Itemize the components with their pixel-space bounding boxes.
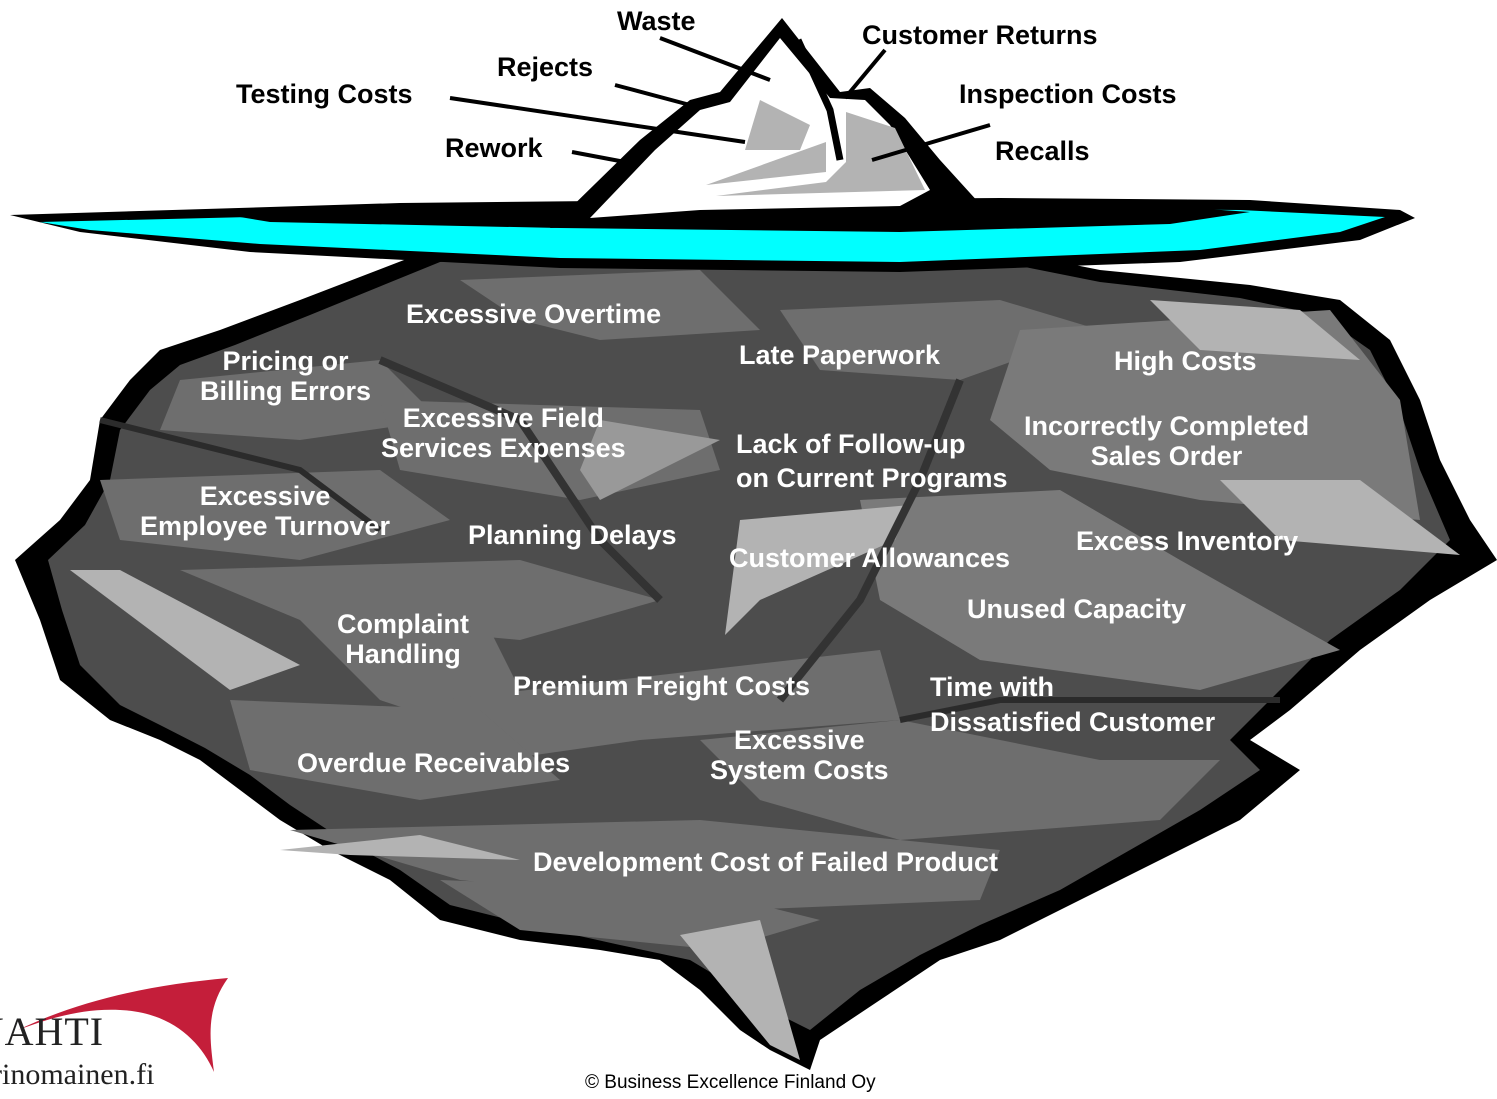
tip-crease	[794, 38, 844, 161]
facet-6	[100, 470, 450, 560]
leader-waste	[659, 36, 771, 82]
facet-2	[780, 300, 1100, 380]
label-overdue-receivables: Overdue Receivables	[297, 748, 571, 778]
label-dissatisfied-line2: Dissatisfied Customer	[930, 707, 1216, 737]
label-high-costs: High Costs	[1114, 346, 1257, 376]
tip-facet-3	[716, 112, 925, 196]
label-sales-order-line2: Sales Order	[1090, 441, 1243, 471]
label-system-line1: Excessive	[733, 725, 865, 755]
highlight-3	[1220, 480, 1460, 555]
label-complaint-line2: Handling	[345, 639, 461, 669]
label-incorrect-sales-order: Incorrectly Completed Sales Order	[1024, 411, 1309, 471]
highlight-5	[1150, 300, 1360, 360]
label-rework: Rework	[445, 133, 543, 163]
crevice-4	[899, 697, 1280, 723]
label-turnover-line2: Employee Turnover	[140, 511, 391, 541]
label-dissatisfied-line1: Time with	[930, 672, 1055, 702]
label-field-services: Excessive Field Services Expenses	[381, 403, 626, 463]
label-unused-capacity: Unused Capacity	[967, 594, 1187, 624]
label-premium-freight: Premium Freight Costs	[513, 671, 811, 701]
logo-wordmark: JAHTI	[0, 1009, 105, 1054]
copyright-notice: © Business Excellence Finland Oy	[585, 1072, 876, 1093]
label-complaint-handling: Complaint Handling	[337, 609, 469, 669]
label-excess-inventory: Excess Inventory	[1076, 526, 1299, 556]
highlight-2	[725, 505, 910, 635]
label-excessive-overtime: Excessive Overtime	[406, 299, 662, 329]
leader-rejects	[614, 83, 691, 107]
facet-3	[990, 310, 1420, 520]
highlight-1	[70, 570, 300, 690]
highlight-4	[280, 835, 520, 860]
label-planning-delays: Planning Delays	[468, 520, 677, 550]
label-lack-of-follow-up: Lack of Follow-up on Current Programs	[736, 429, 1008, 493]
facet-9	[300, 610, 520, 720]
label-rejects: Rejects	[497, 52, 594, 82]
highlight-6	[680, 920, 800, 1060]
label-failed-product: Development Cost of Failed Product	[533, 847, 999, 877]
crevice-2	[776, 378, 964, 703]
label-recalls: Recalls	[995, 136, 1090, 166]
label-sales-order-line1: Incorrectly Completed	[1024, 411, 1310, 441]
crevice-3	[99, 417, 382, 533]
label-inspection-costs: Inspection Costs	[959, 79, 1177, 109]
facet-13	[290, 820, 1000, 910]
leader-testing	[449, 96, 746, 144]
label-pricing-line2: Billing Errors	[200, 376, 372, 406]
label-follow-up-line1: Lack of Follow-up	[736, 429, 966, 459]
label-customer-returns: Customer Returns	[862, 20, 1098, 50]
label-turnover-line1: Excessive	[199, 481, 331, 511]
facet-1	[460, 270, 760, 340]
highlight-7	[580, 420, 720, 500]
label-customer-allowances: Customer Allowances	[729, 543, 1011, 573]
crevice-1	[378, 356, 663, 603]
facet-10	[440, 650, 900, 760]
facet-12	[700, 720, 1220, 840]
label-dissatisfied-customer: Time with Dissatisfied Customer	[930, 672, 1215, 737]
label-system-line2: System Costs	[710, 755, 889, 785]
facet-4	[160, 360, 440, 440]
label-testing-costs: Testing Costs	[236, 79, 413, 109]
label-pricing-billing-errors: Pricing or Billing Errors	[200, 346, 371, 406]
label-field-line2: Services Expenses	[381, 433, 626, 463]
tip-facet-1	[745, 100, 810, 150]
label-follow-up-line2: on Current Programs	[736, 463, 1008, 493]
label-field-line1: Excessive Field	[402, 403, 604, 433]
leader-inspection	[871, 123, 991, 162]
tip-facet-2	[706, 142, 826, 185]
label-late-paperwork: Late Paperwork	[739, 340, 941, 370]
leader-rework	[571, 150, 626, 164]
logo-swoosh	[18, 978, 228, 1072]
label-employee-turnover: Excessive Employee Turnover	[140, 481, 390, 541]
leader-customer-returns	[843, 48, 887, 100]
facet-11	[230, 700, 560, 800]
logo-domain: rinomainen.fi	[0, 1058, 155, 1091]
label-pricing-line1: Pricing or	[222, 346, 349, 376]
label-system-costs: Excessive System Costs	[710, 725, 889, 785]
label-complaint-line1: Complaint	[337, 609, 469, 639]
label-waste: Waste	[617, 6, 696, 36]
facet-8	[860, 490, 1340, 690]
